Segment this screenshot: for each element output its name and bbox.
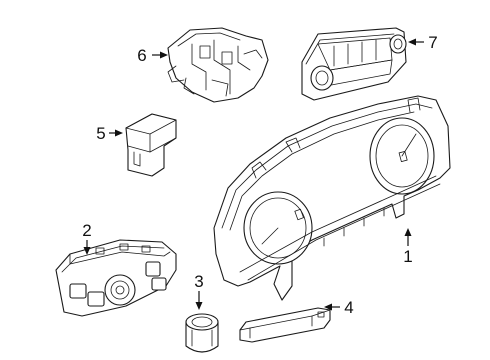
- callout-6: 6: [137, 46, 146, 65]
- leader-4-arrowhead: [324, 303, 332, 311]
- callout-3: 3: [194, 272, 203, 291]
- leader-lines: [83, 38, 424, 311]
- callout-labels: 6 7 5 1 2 3 4: [82, 33, 437, 317]
- part-3-push-button: [185, 313, 219, 353]
- leader-7-arrowhead: [408, 38, 416, 46]
- leader-6-arrowhead: [160, 51, 168, 59]
- leader-3-arrowhead: [195, 302, 203, 310]
- part-6-module: [167, 27, 269, 103]
- part-5-switch: [125, 113, 177, 177]
- callout-7: 7: [428, 33, 437, 52]
- leader-5-arrowhead: [115, 129, 123, 137]
- callout-5: 5: [96, 124, 105, 143]
- part-1-instrument-cluster: [213, 95, 451, 301]
- leader-1-arrowhead: [404, 228, 412, 236]
- leader-2-arrowhead: [83, 247, 91, 255]
- part-2-headlamp-switch: [55, 239, 177, 317]
- part-7-climate-control: [301, 27, 407, 101]
- callout-2: 2: [82, 221, 91, 240]
- part-4-module: [239, 307, 331, 343]
- callout-4: 4: [344, 298, 353, 317]
- callout-1: 1: [403, 247, 412, 266]
